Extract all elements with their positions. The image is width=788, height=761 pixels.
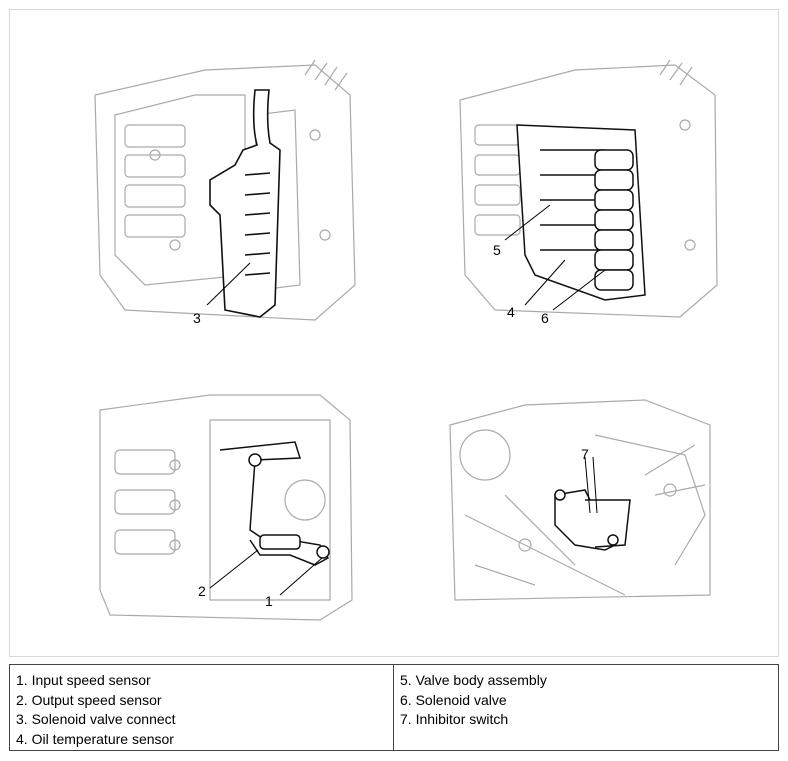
diagram-frame (9, 9, 779, 657)
diagram-inhibitor-switch: 7 (449, 399, 711, 601)
callout-label: 7 (581, 446, 589, 462)
legend-item: 4. Oil temperature sensor (16, 730, 174, 747)
legend-item: 6. Solenoid valve (400, 691, 507, 708)
diagram-speed-sensors: 2 1 (99, 394, 353, 621)
callout-label: 4 (507, 304, 515, 320)
callout-label: 1 (265, 593, 273, 609)
callout-label: 2 (198, 583, 206, 599)
legend-item: 1. Input speed sensor (16, 672, 151, 688)
legend-item: 2. Output speed sensor (16, 691, 162, 708)
diagram-valve-body: 5 4 6 (459, 59, 718, 326)
diagram-solenoid-connector: 3 (94, 59, 356, 326)
callout-label: 6 (541, 310, 549, 326)
legend-item: 7. Inhibitor switch (400, 711, 509, 727)
legend-column-right: 5. Valve body assembly 6. Solenoid valve… (394, 665, 778, 750)
legend-table: 1. Input speed sensor 2. Output speed se… (9, 664, 779, 751)
callout-label: 3 (193, 310, 201, 326)
legend-column-left: 1. Input speed sensor 2. Output speed se… (10, 665, 394, 750)
legend-item: 3. Solenoid valve connect (16, 711, 176, 727)
callout-label: 5 (493, 242, 501, 258)
legend-item: 5. Valve body assembly (400, 672, 547, 688)
